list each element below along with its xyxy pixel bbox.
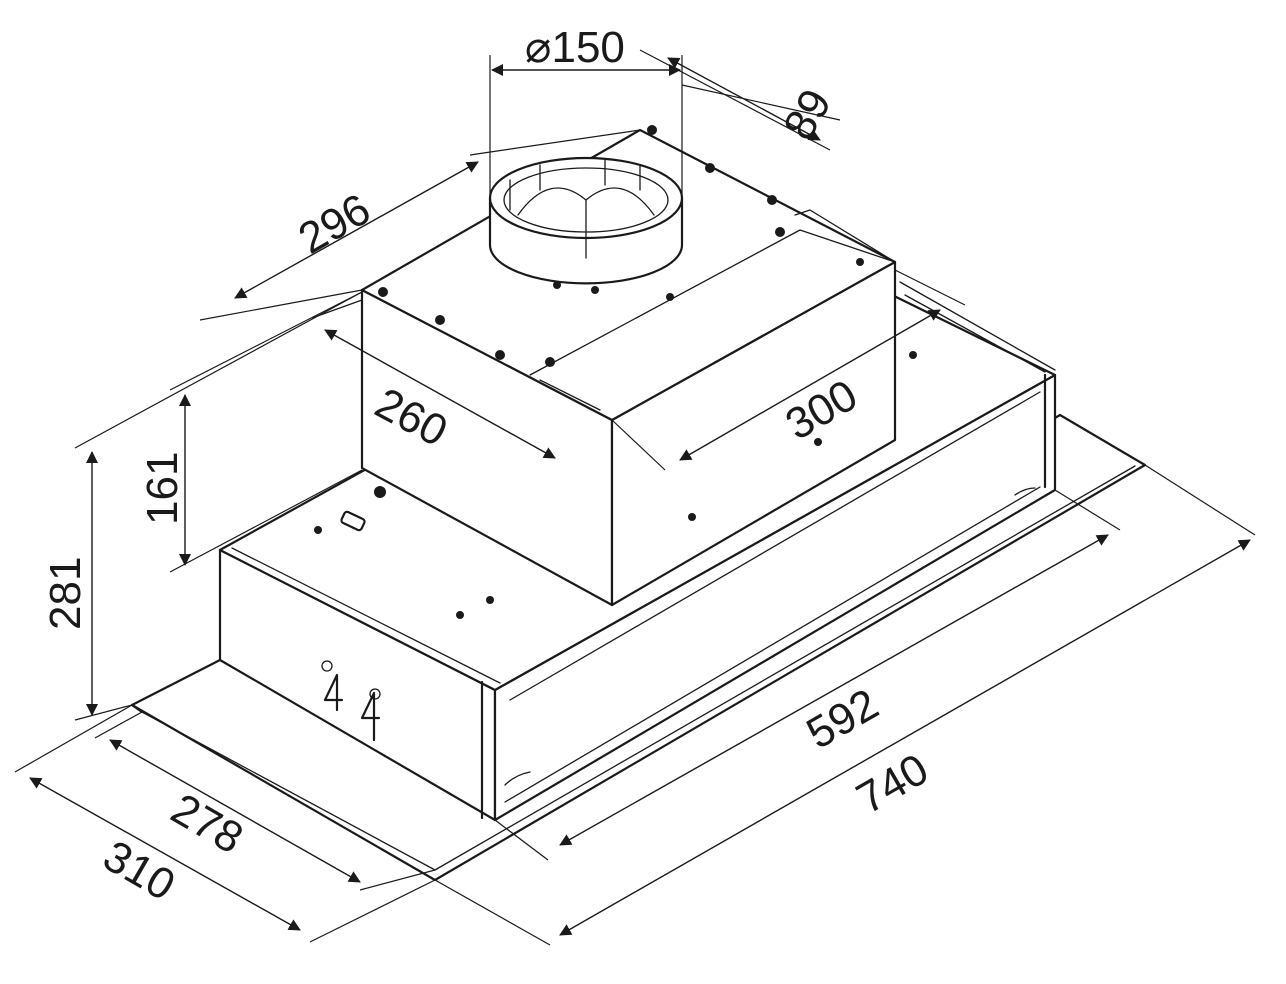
dimension-lines	[14, 49, 1256, 946]
dim-motor-box-depth: 296	[291, 185, 379, 264]
dim-total-height: 281	[41, 557, 90, 630]
dim-inner-depth: 278	[163, 784, 251, 863]
dim-inner-width: 592	[799, 680, 887, 759]
dim-duct-diameter: ⌀150	[525, 23, 625, 72]
dim-motor-box-height: 161	[138, 452, 187, 525]
dim-duct-offset: 89	[774, 81, 841, 148]
dim-outer-depth: 310	[95, 831, 183, 910]
mounting-bracket-symbols	[321, 660, 381, 742]
duct-collar	[488, 156, 684, 285]
dim-outer-width: 740	[849, 745, 937, 824]
